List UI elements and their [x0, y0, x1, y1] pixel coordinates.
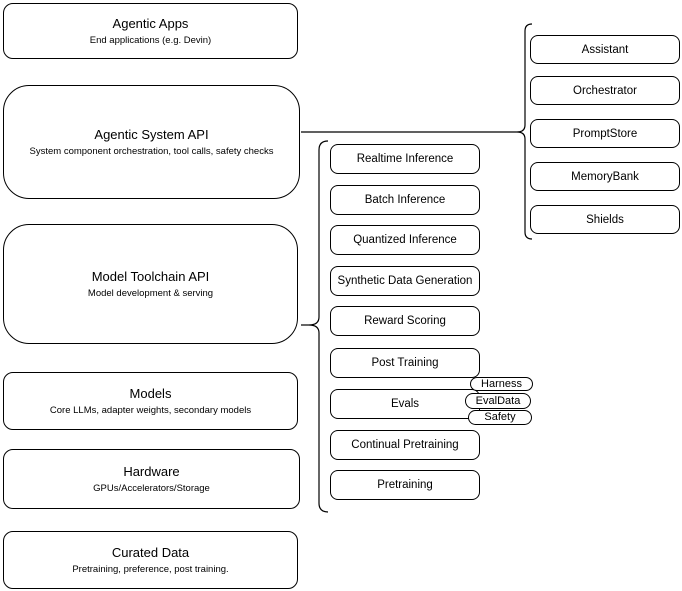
system-node-memorybank: MemoryBank: [530, 162, 680, 191]
toolchain-node-evals: Evals: [330, 389, 480, 419]
node-title: Agentic System API: [94, 126, 209, 142]
toolchain-brace: [308, 140, 329, 513]
node-title: Models: [129, 385, 172, 401]
node-title: Agentic Apps: [112, 15, 189, 31]
system-node-shields: Shields: [530, 205, 680, 234]
toolchain-node-reward-scoring: Reward Scoring: [330, 306, 480, 336]
evals-badge-safety: Safety: [468, 410, 532, 425]
node-model-toolchain-api: Model Toolchain API Model development & …: [3, 224, 298, 344]
toolchain-node-continual-pretraining: Continual Pretraining: [330, 430, 480, 460]
node-subtitle: End applications (e.g. Devin): [89, 34, 212, 46]
node-agentic-apps: Agentic Apps End applications (e.g. Devi…: [3, 3, 298, 59]
system-node-promptstore: PromptStore: [530, 119, 680, 148]
evals-badge-evaldata: EvalData: [465, 393, 531, 409]
node-subtitle: Core LLMs, adapter weights, secondary mo…: [49, 404, 252, 416]
node-subtitle: System component orchestration, tool cal…: [29, 145, 274, 157]
toolchain-node-realtime-inference: Realtime Inference: [330, 144, 480, 174]
node-models: Models Core LLMs, adapter weights, secon…: [3, 372, 298, 430]
toolchain-node-quantized-inference: Quantized Inference: [330, 225, 480, 255]
toolchain-node-post-training: Post Training: [330, 348, 480, 378]
node-subtitle: GPUs/Accelerators/Storage: [93, 482, 210, 494]
system-node-assistant: Assistant: [530, 35, 680, 64]
toolchain-node-synthetic-data-generation: Synthetic Data Generation: [330, 266, 480, 296]
toolchain-node-pretraining: Pretraining: [330, 470, 480, 500]
toolchain-node-batch-inference: Batch Inference: [330, 185, 480, 215]
node-title: Hardware: [123, 463, 180, 479]
node-subtitle: Pretraining, preference, post training.: [72, 563, 229, 575]
system-node-orchestrator: Orchestrator: [530, 76, 680, 105]
node-curated-data: Curated Data Pretraining, preference, po…: [3, 531, 298, 589]
node-title: Curated Data: [111, 544, 190, 560]
evals-badge-harness: Harness: [470, 377, 533, 391]
node-hardware: Hardware GPUs/Accelerators/Storage: [3, 449, 300, 509]
node-subtitle: Model development & serving: [87, 287, 214, 299]
node-title: Model Toolchain API: [91, 268, 210, 284]
node-agentic-system-api: Agentic System API System component orch…: [3, 85, 300, 199]
system-brace: [516, 23, 533, 240]
